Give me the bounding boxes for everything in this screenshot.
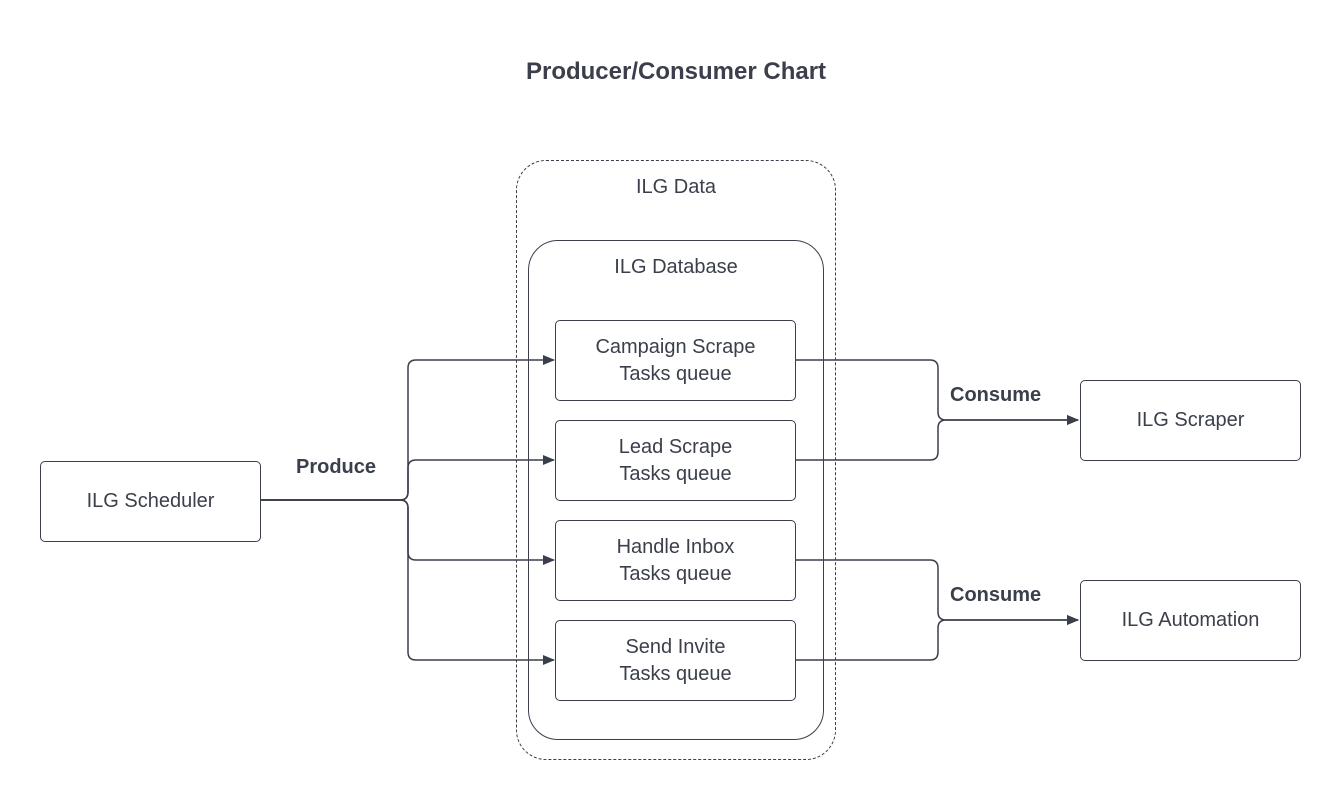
campaign-scrape-queue-label: Campaign Scrape Tasks queue [595,335,756,385]
ilg-automation-label: ILG Automation [1121,609,1260,631]
ilg-scraper-node: ILG Scraper [1080,380,1301,461]
ilg-scheduler-node: ILG Scheduler [40,461,261,542]
consume-connector-inbox [796,559,1079,625]
ilg-scraper-label: ILG Scraper [1136,409,1245,431]
ilg-data-group [516,160,836,760]
ilg-data-label: ILG Data [635,176,717,198]
produce-connector-lead [261,455,555,501]
send-invite-queue-node: Send Invite Tasks queue [555,620,796,701]
produce-connector-invite [261,499,555,665]
handle-inbox-queue-node: Handle Inbox Tasks queue [555,520,796,601]
diagram-title: Producer/Consumer Chart [525,58,827,85]
send-invite-queue-label: Send Invite Tasks queue [619,635,732,685]
consume-edge-label-automation: Consume [950,584,1042,607]
consume-connector-lead [796,415,1079,461]
produce-edge-label: Produce [296,456,377,479]
ilg-scheduler-label: ILG Scheduler [86,490,215,512]
lead-scrape-queue-label: Lead Scrape Tasks queue [618,435,733,485]
ilg-database-label: ILG Database [614,256,738,278]
handle-inbox-queue-label: Handle Inbox Tasks queue [616,535,735,585]
consume-connector-invite [796,615,1079,661]
lead-scrape-queue-node: Lead Scrape Tasks queue [555,420,796,501]
campaign-scrape-queue-node: Campaign Scrape Tasks queue [555,320,796,401]
ilg-database-group [528,240,824,740]
ilg-automation-node: ILG Automation [1080,580,1301,661]
consume-connector-campaign [796,359,1079,425]
consume-edge-label-scraper: Consume [950,384,1042,407]
